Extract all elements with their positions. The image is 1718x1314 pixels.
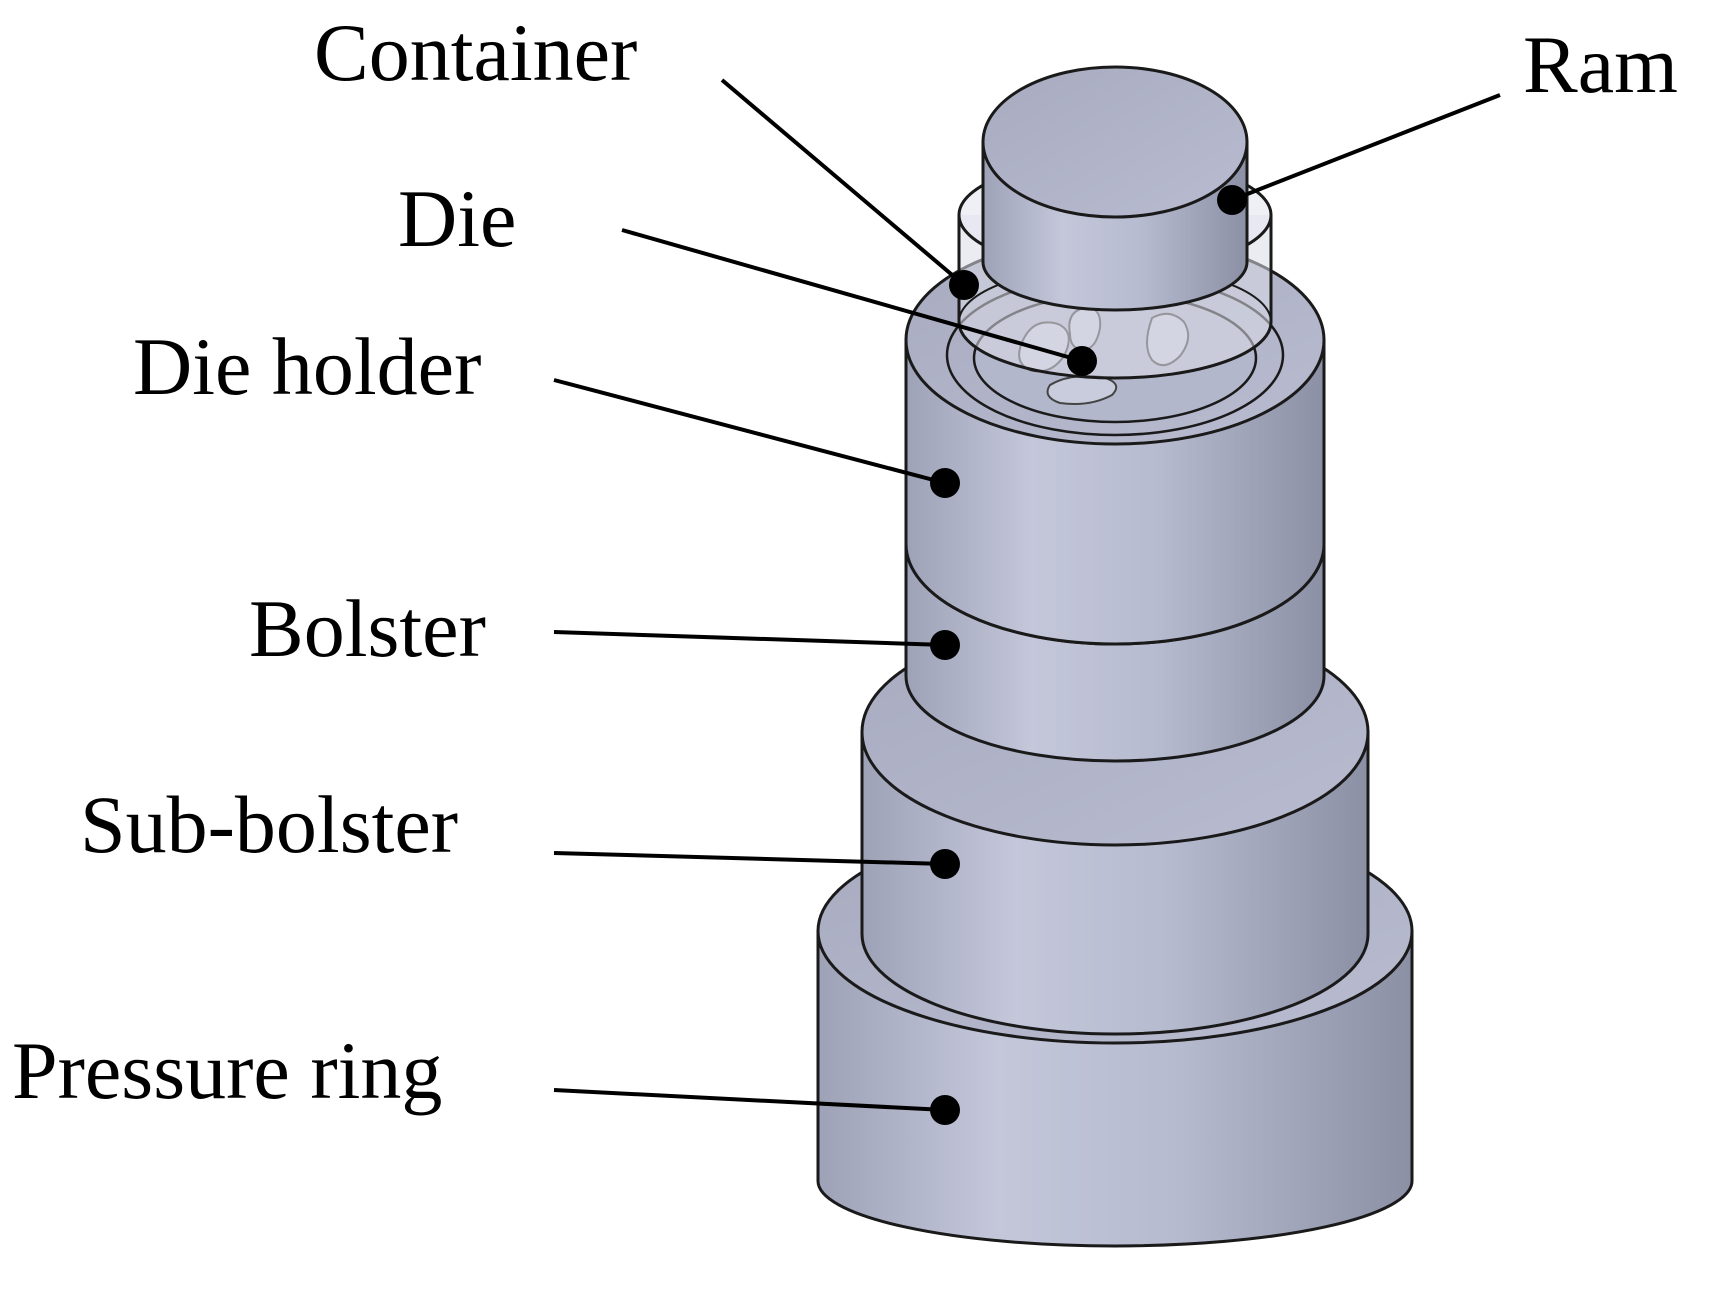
container-dot xyxy=(949,270,979,300)
container-leader xyxy=(720,78,966,287)
label-die-holder: Die holder xyxy=(133,321,482,412)
label-bolster: Bolster xyxy=(249,583,486,674)
label-ram: Ram xyxy=(1523,19,1678,110)
leader-lines xyxy=(553,78,1501,1112)
bolster-leader xyxy=(553,630,946,647)
leader-dots xyxy=(930,185,1247,1125)
die-dot xyxy=(1067,346,1097,376)
sub-bolster-dot xyxy=(930,849,960,879)
ram-dot xyxy=(1217,185,1247,215)
pressure-ring-leader xyxy=(553,1088,946,1112)
pressure-ring-dot xyxy=(930,1095,960,1125)
ram-leader xyxy=(1231,93,1501,202)
label-pressure-ring: Pressure ring xyxy=(12,1025,443,1116)
label-sub-bolster: Sub-bolster xyxy=(80,779,459,870)
sub-bolster-leader xyxy=(553,851,946,866)
ram-part xyxy=(981,65,1249,312)
label-container: Container xyxy=(314,7,638,98)
die-holder-dot xyxy=(930,468,960,498)
label-die: Die xyxy=(398,173,517,264)
die-holder-leader xyxy=(553,378,946,485)
die-leader xyxy=(621,228,1083,363)
bolster-dot xyxy=(930,630,960,660)
